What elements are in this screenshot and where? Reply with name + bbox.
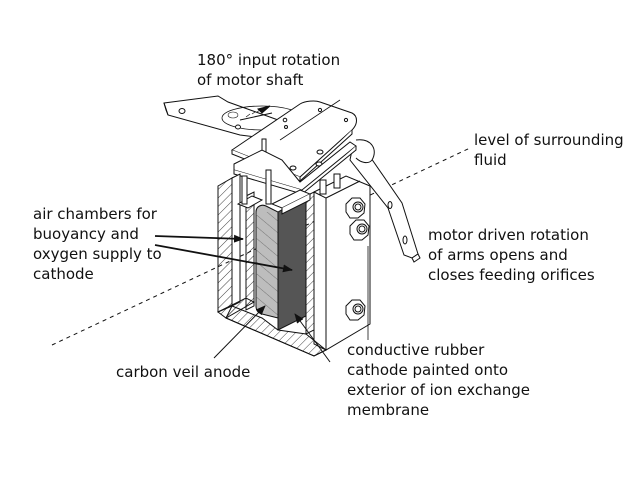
fluid-level-line <box>51 147 471 346</box>
leader-cathode <box>294 313 331 363</box>
leader-air-chamber-1 <box>154 234 244 243</box>
rotation-arrow-icon <box>257 105 271 114</box>
leader-motor-shaft <box>279 99 341 141</box>
housing-body <box>217 169 371 357</box>
leader-air-chamber-2 <box>154 244 293 273</box>
nut-middle <box>349 219 370 241</box>
label-fluid-level: level of surrounding fluid <box>474 131 624 169</box>
label-cathode: conductive rubber cathode painted onto e… <box>347 341 531 419</box>
rotating-arm-top <box>163 95 303 141</box>
label-air-chambers: air chambers for buoyancy and oxygen sup… <box>33 205 162 283</box>
conductive-rubber-cathode <box>277 195 307 331</box>
nut-top <box>345 197 366 219</box>
label-anode: carbon veil anode <box>116 363 251 381</box>
nut-bottom <box>345 299 366 321</box>
leader-anode <box>213 305 266 359</box>
rotating-arm-right <box>349 139 421 263</box>
label-motor-arms: motor driven rotation of arms opens and … <box>428 226 595 284</box>
label-motor-shaft: 180° input rotation of motor shaft <box>197 51 341 89</box>
